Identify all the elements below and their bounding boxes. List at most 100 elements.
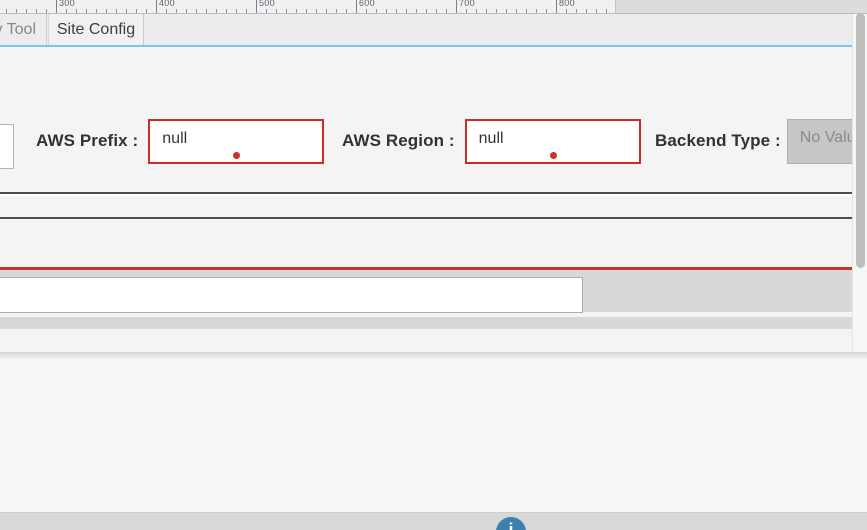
ruler-minor-tick: [126, 9, 127, 13]
ruler-inactive-region: [615, 0, 867, 13]
ruler-minor-tick: [596, 9, 597, 13]
ruler-minor-tick: [366, 9, 367, 13]
field-group-aws-prefix: AWS Prefix : null: [36, 110, 325, 172]
page-background: [0, 352, 867, 530]
aws-prefix-input[interactable]: null: [148, 118, 325, 164]
ruler-minor-tick: [186, 9, 187, 13]
ruler-minor-tick: [316, 9, 317, 13]
footer-band-lower: [0, 317, 853, 329]
aws-prefix-value: null: [162, 129, 188, 147]
ruler-minor-tick: [386, 9, 387, 13]
tabbar: y Tool Site Config: [0, 13, 853, 47]
field-group-backend-type: Backend Type : No Value: [655, 110, 853, 172]
ruler-minor-tick: [176, 9, 177, 13]
info-badge-glyph: i: [508, 520, 514, 530]
tab-site-config[interactable]: Site Config: [48, 13, 144, 47]
window-bottom-shadow: [0, 352, 867, 360]
tab-query-tool[interactable]: y Tool: [0, 13, 47, 47]
ruler-minor-tick: [406, 9, 407, 13]
panel-top-edge: [0, 47, 853, 54]
ruler-minor-tick: [296, 9, 297, 13]
ruler-minor-tick: [426, 9, 427, 13]
ruler-minor-tick: [216, 9, 217, 13]
ruler-minor-tick: [536, 9, 537, 13]
ruler-minor-tick: [26, 9, 27, 13]
ruler-minor-tick: [586, 9, 587, 13]
ruler-minor-tick: [276, 9, 277, 13]
ruler-minor-tick: [236, 9, 237, 13]
bottom-status-bar: [0, 512, 867, 530]
ruler-major-tick: [156, 0, 157, 13]
tab-site-config-label: Site Config: [56, 21, 136, 38]
ruler-minor-tick: [76, 9, 77, 13]
ruler-tick-label: 500: [259, 0, 275, 8]
ruler-minor-tick: [106, 9, 107, 13]
ruler-tick-label: 800: [559, 0, 575, 8]
ruler: 300 400 500 600 700 800: [0, 0, 867, 14]
ruler-minor-tick: [166, 9, 167, 13]
info-badge-icon[interactable]: i: [496, 517, 526, 530]
ruler-minor-tick: [286, 9, 287, 13]
ruler-minor-tick: [496, 9, 497, 13]
ruler-minor-tick: [36, 9, 37, 13]
ruler-minor-tick: [326, 9, 327, 13]
ruler-minor-tick: [306, 9, 307, 13]
aws-region-input[interactable]: null: [464, 118, 641, 164]
ruler-minor-tick: [576, 9, 577, 13]
tab-query-tool-label: y Tool: [0, 21, 36, 38]
ruler-major-tick: [356, 0, 357, 13]
ruler-minor-tick: [566, 9, 567, 13]
cropped-left-field[interactable]: [0, 124, 14, 169]
ruler-tick-label: 400: [159, 0, 175, 8]
ruler-minor-tick: [86, 9, 87, 13]
vertical-scrollbar[interactable]: [852, 13, 867, 352]
ruler-minor-tick: [376, 9, 377, 13]
scrollbar-thumb[interactable]: [856, 13, 865, 268]
ruler-minor-tick: [526, 9, 527, 13]
tabbar-active-underline: [0, 45, 853, 47]
ruler-minor-tick: [546, 9, 547, 13]
backend-type-label: Backend Type :: [655, 131, 781, 150]
ruler-minor-tick: [96, 9, 97, 13]
ruler-minor-tick: [246, 9, 247, 13]
validation-rule-line: [0, 267, 853, 270]
ruler-minor-tick: [506, 9, 507, 13]
aws-region-error-dot: [549, 151, 557, 159]
ruler-minor-tick: [136, 9, 137, 13]
ruler-minor-tick: [6, 9, 7, 13]
ruler-minor-tick: [446, 9, 447, 13]
ruler-minor-tick: [606, 9, 607, 13]
ruler-major-tick: [56, 0, 57, 13]
ruler-major-tick: [556, 0, 557, 13]
section-divider-bottom: [0, 217, 853, 219]
aws-region-label: AWS Region :: [342, 131, 455, 150]
aws-region-value: null: [478, 129, 504, 147]
ruler-minor-tick: [226, 9, 227, 13]
ruler-minor-tick: [46, 9, 47, 13]
ruler-minor-tick: [466, 9, 467, 13]
ruler-minor-tick: [436, 9, 437, 13]
ruler-major-tick: [256, 0, 257, 13]
ruler-minor-tick: [486, 9, 487, 13]
ruler-minor-tick: [16, 9, 17, 13]
ruler-minor-tick: [336, 9, 337, 13]
config-panel: AWS Prefix : null AWS Region : null Back…: [0, 47, 853, 352]
ruler-minor-tick: [196, 9, 197, 13]
ruler-minor-tick: [66, 9, 67, 13]
ruler-minor-tick: [206, 9, 207, 13]
backend-type-input[interactable]: No Value: [786, 118, 853, 164]
footer-text-input[interactable]: [0, 277, 583, 313]
ruler-tick-label: 700: [459, 0, 475, 8]
section-divider-top-highlight: [0, 194, 853, 196]
aws-prefix-error-dot: [233, 151, 241, 159]
field-group-aws-region: AWS Region : null: [342, 110, 641, 172]
panel-bottom-area: [0, 329, 853, 352]
aws-settings-row: AWS Prefix : null AWS Region : null Back…: [0, 110, 853, 172]
backend-type-value: No Value: [799, 128, 853, 146]
ruler-major-tick: [456, 0, 457, 13]
ruler-tick-label: 600: [359, 0, 375, 8]
ruler-minor-tick: [146, 9, 147, 13]
ruler-minor-tick: [396, 9, 397, 13]
ruler-tick-label: 300: [59, 0, 75, 8]
